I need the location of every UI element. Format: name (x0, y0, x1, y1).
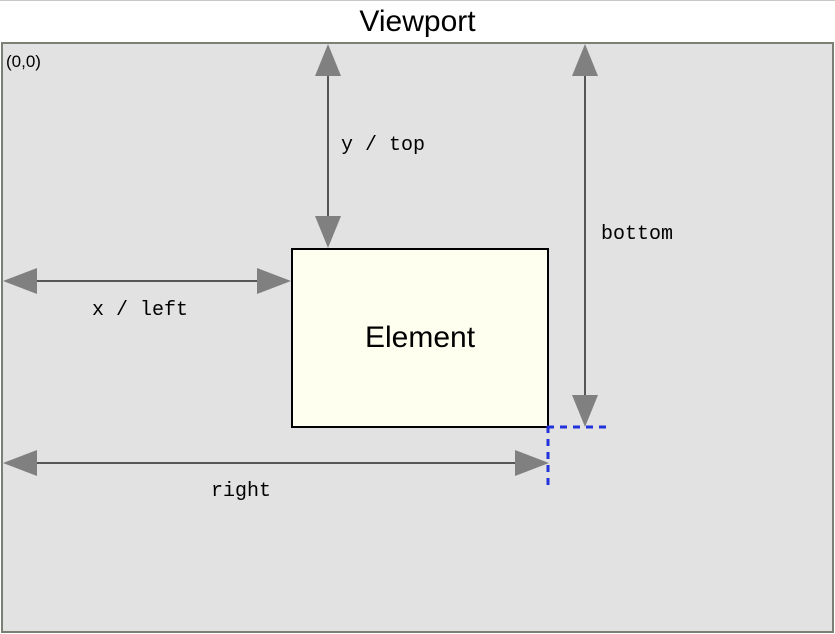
element-rectangle (291, 248, 549, 428)
element-label: Element (364, 321, 476, 354)
measurement-label-y-top: y / top (341, 134, 426, 157)
measurement-label-bottom: bottom (601, 223, 674, 246)
viewport-title: Viewport (359, 5, 476, 38)
origin-coordinate-label: (0,0) (6, 52, 41, 71)
measurement-label-right: right (211, 480, 272, 503)
title-band: Viewport (0, 0, 835, 44)
measurement-label-x-left: x / left (92, 299, 189, 322)
